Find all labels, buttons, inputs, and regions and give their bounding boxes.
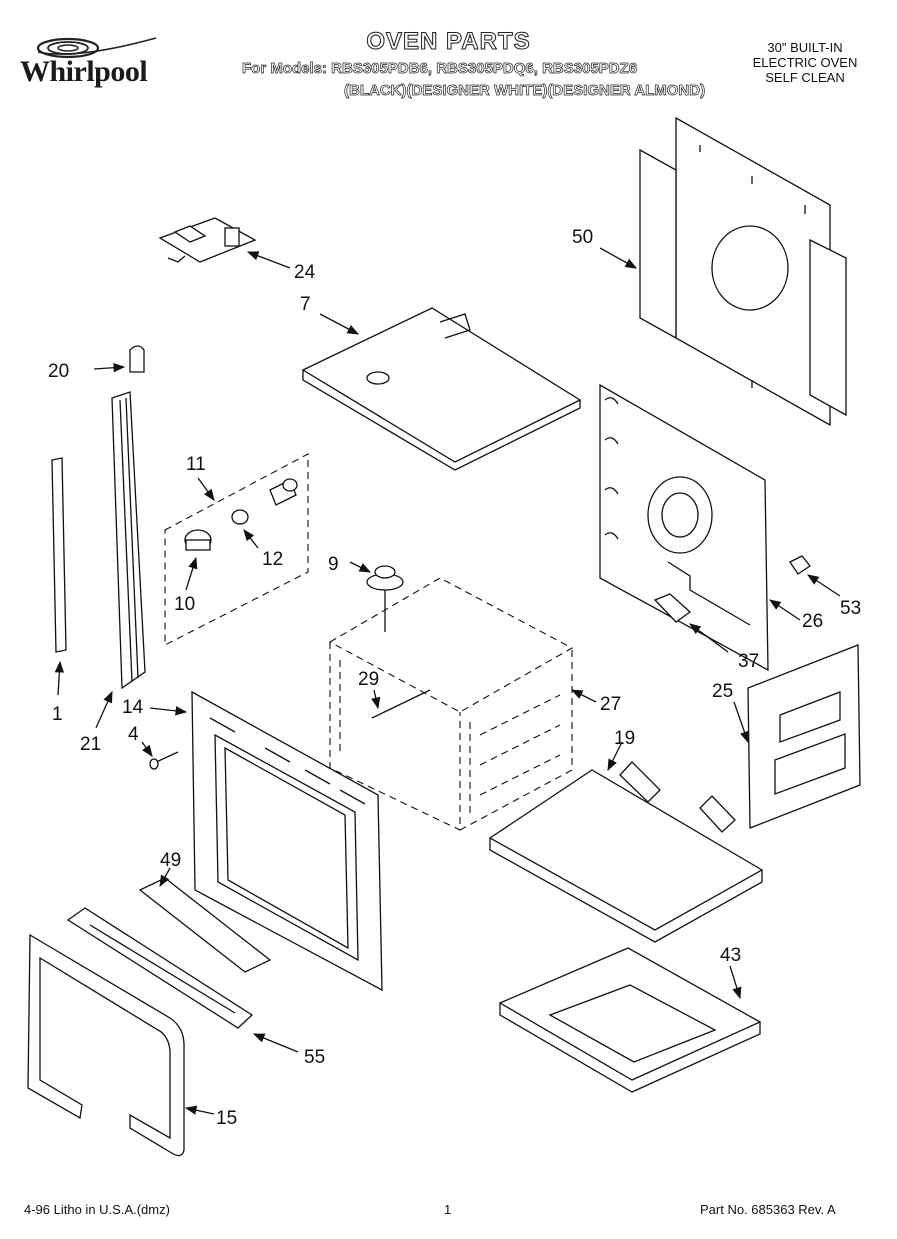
callout-11: 11 bbox=[186, 454, 206, 475]
callout-1: 1 bbox=[52, 704, 63, 725]
page-title: OVEN PARTS bbox=[366, 28, 531, 56]
callout-37: 37 bbox=[738, 651, 759, 672]
part-1-rod bbox=[51, 457, 67, 653]
spec-line-1: 30" BUILT-IN bbox=[767, 40, 843, 55]
footer-part-number: Part No. 685363 Rev. A bbox=[700, 1202, 836, 1217]
callout-10: 10 bbox=[174, 594, 195, 615]
models-line: For Models: RBS305PDB6, RBS305PDQ6, RBS3… bbox=[242, 60, 638, 78]
callout-14: 14 bbox=[122, 697, 144, 718]
part-53-clip bbox=[789, 555, 811, 575]
brand-logo-text: Whirlpool bbox=[20, 55, 148, 88]
part-9-sensor bbox=[366, 565, 404, 632]
callout-49: 49 bbox=[160, 850, 181, 871]
spec-line-3: SELF CLEAN bbox=[765, 70, 845, 85]
callout-25: 25 bbox=[712, 681, 733, 702]
callout-20: 20 bbox=[48, 361, 69, 382]
part-25-side-panel bbox=[747, 644, 861, 829]
callout-27: 27 bbox=[600, 694, 621, 715]
callout-50: 50 bbox=[572, 227, 593, 248]
callout-15: 15 bbox=[216, 1108, 237, 1129]
footer-litho: 4-96 Litho in U.S.A.(dmz) bbox=[24, 1202, 170, 1217]
callout-29: 29 bbox=[358, 669, 379, 690]
part-15-door-gasket bbox=[27, 933, 185, 1157]
part-43-bottom-tray bbox=[498, 947, 762, 1093]
part-37-bracket bbox=[653, 593, 692, 623]
callout-26: 26 bbox=[802, 611, 823, 632]
part-55-trim-strip bbox=[66, 907, 254, 1029]
part-50-rear-panel bbox=[639, 116, 847, 427]
callout-43: 43 bbox=[720, 945, 741, 966]
part-14-door-frame bbox=[191, 690, 383, 992]
part-29-pin bbox=[371, 689, 431, 719]
part-20-cap bbox=[129, 345, 145, 373]
part-11-control-assembly bbox=[164, 453, 309, 646]
callout-7: 7 bbox=[300, 294, 311, 315]
callout-12: 12 bbox=[262, 549, 283, 570]
callout-9: 9 bbox=[328, 554, 339, 575]
variants-line: (BLACK)(DESIGNER WHITE)(DESIGNER ALMOND) bbox=[344, 82, 706, 100]
callout-21: 21 bbox=[80, 734, 101, 755]
callout-19: 19 bbox=[614, 728, 635, 749]
part-27-oven-cavity bbox=[328, 577, 574, 831]
spec-line-2: ELECTRIC OVEN bbox=[752, 55, 858, 70]
part-49-vent-strip bbox=[138, 877, 272, 973]
part-21-side-trim bbox=[111, 391, 146, 690]
whirlpool-swirl-logo bbox=[36, 37, 157, 59]
part-7-top-panel bbox=[301, 307, 582, 471]
part-4-screw bbox=[149, 751, 179, 770]
part-24-bracket bbox=[158, 217, 257, 263]
part-26-side-frame bbox=[599, 383, 769, 672]
part-19-shelf bbox=[488, 761, 764, 943]
callout-leaders bbox=[54, 247, 841, 1115]
footer-page-number: 1 bbox=[444, 1202, 452, 1217]
callout-24: 24 bbox=[294, 262, 316, 283]
callout-55: 55 bbox=[304, 1047, 325, 1068]
callout-53: 53 bbox=[840, 598, 861, 619]
callout-4: 4 bbox=[128, 724, 139, 745]
